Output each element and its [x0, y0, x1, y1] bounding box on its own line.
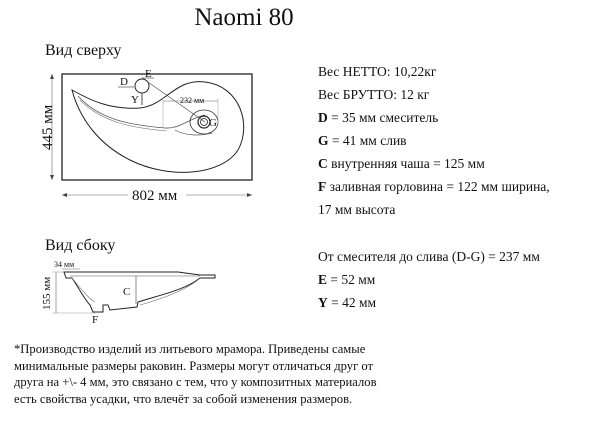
spec-dg-distance: От смесителя до слива (D-G) = 237 мм	[318, 249, 540, 265]
side-view-heading: Вид сбоку	[45, 237, 116, 254]
footnote: *Производство изделий из литьевого мрамо…	[14, 342, 377, 406]
spec-f-height: 17 мм высота	[318, 202, 395, 218]
side-view-drawing: 34 мм 155 мм C F	[41, 260, 216, 326]
title-text: Naomi 80	[194, 4, 294, 31]
spec-gross-weight: Вес БРУТТО: 12 кг	[318, 87, 429, 103]
width-dimension-label: 802 мм	[132, 188, 178, 204]
spec-text: 17 мм высота	[318, 202, 396, 217]
spec-text: = 52 мм	[327, 272, 376, 287]
side-height-label: 155 мм	[41, 277, 53, 310]
spec-g: G = 41 мм слив	[318, 133, 407, 149]
marker-g: G	[209, 117, 217, 129]
spec-text: = 41 мм слив	[328, 133, 407, 148]
spec-text: Вес НЕТТО: 10,22кг	[318, 64, 437, 79]
spec-e: E = 52 мм	[318, 272, 375, 288]
marker-f: F	[92, 314, 98, 326]
marker-c: C	[123, 286, 130, 298]
spec-d: D = 35 мм смеситель	[318, 110, 438, 126]
spec-text: внутренняя чаша = 125 мм	[327, 156, 485, 171]
rim-dimension-label: 34 мм	[54, 260, 74, 269]
spec-key: Y	[318, 295, 328, 310]
spec-key: E	[318, 272, 328, 287]
height-dimension-label: 445 мм	[40, 104, 56, 150]
spec-text: заливная горловина = 122 мм ширина,	[326, 179, 550, 194]
top-view-heading: Вид сверху	[45, 42, 122, 59]
marker-e: E	[145, 68, 152, 80]
spec-key: C	[318, 156, 328, 171]
spec-key: D	[318, 110, 328, 125]
marker-y: Y	[131, 94, 139, 106]
spec-y: Y = 42 мм	[318, 295, 376, 311]
page-title: Naomi 80	[0, 4, 600, 32]
spec-text: = 35 мм смеситель	[327, 110, 439, 125]
spec-text: От смесителя до слива (D-G) = 237 мм	[318, 249, 540, 264]
spec-text: = 42 мм	[327, 295, 377, 310]
spec-key: F	[318, 179, 327, 194]
spec-c: C внутренняя чаша = 125 мм	[318, 156, 485, 172]
distance-label: 232 мм	[180, 96, 204, 105]
top-view-drawing: 445 мм 802 мм 232 мм D E Y G	[40, 68, 253, 204]
spec-text: Вес БРУТТО: 12 кг	[318, 87, 430, 102]
marker-d: D	[120, 76, 128, 88]
spec-net-weight: Вес НЕТТО: 10,22кг	[318, 64, 436, 80]
spec-key: G	[318, 133, 329, 148]
spec-f: F заливная горловина = 122 мм ширина,	[318, 179, 550, 195]
